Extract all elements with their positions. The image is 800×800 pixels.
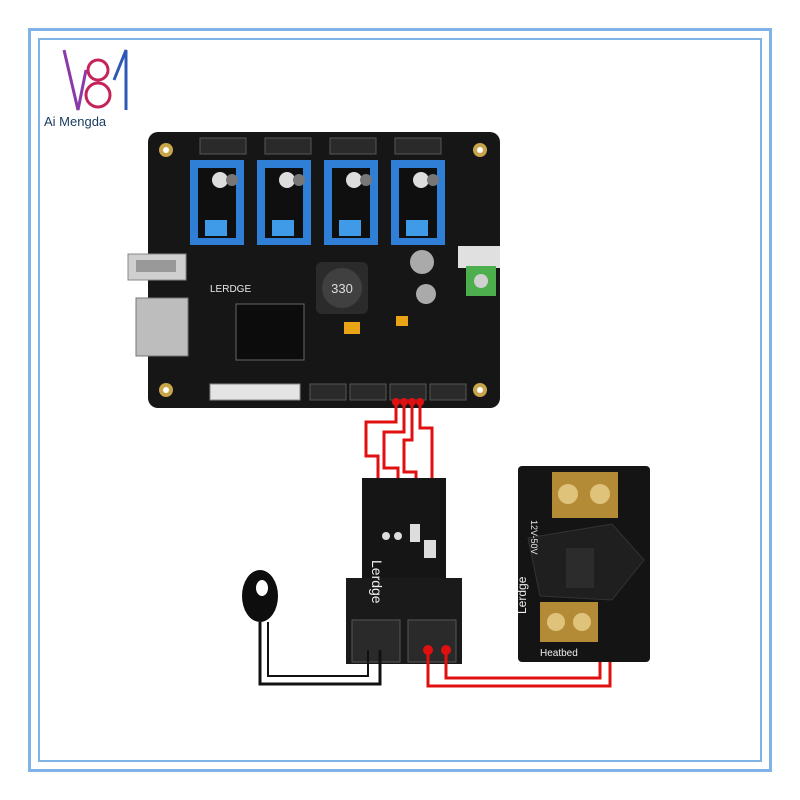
inner-frame: [38, 38, 762, 762]
mosfet-board: 12V-50V Lerdge Heatbed: [515, 466, 650, 662]
mosfet-label: Lerdge: [515, 576, 529, 614]
signal-wires: [364, 402, 434, 486]
mosfet-voltage: 12V-50V: [529, 520, 539, 555]
outer-frame: [28, 28, 772, 772]
mosfet-bottom-label: Heatbed: [540, 648, 578, 659]
brand-logo: [62, 49, 128, 111]
mainboard: 330 LERDGE: [127, 132, 500, 408]
adapter-board: Lerdge: [346, 478, 462, 664]
thermistor-wire: [258, 622, 382, 686]
adapter-label: Lerdge: [369, 560, 385, 604]
stepper-drivers: [190, 160, 445, 245]
mainboard-silk-label: LERDGE: [210, 284, 251, 295]
heatbed-control-wires: [426, 650, 612, 688]
thermistor: [242, 570, 278, 622]
thermistor-wire-2: [267, 622, 369, 677]
inductor-label: 330: [331, 281, 353, 296]
brand-name: Ai Mengda: [44, 114, 107, 129]
